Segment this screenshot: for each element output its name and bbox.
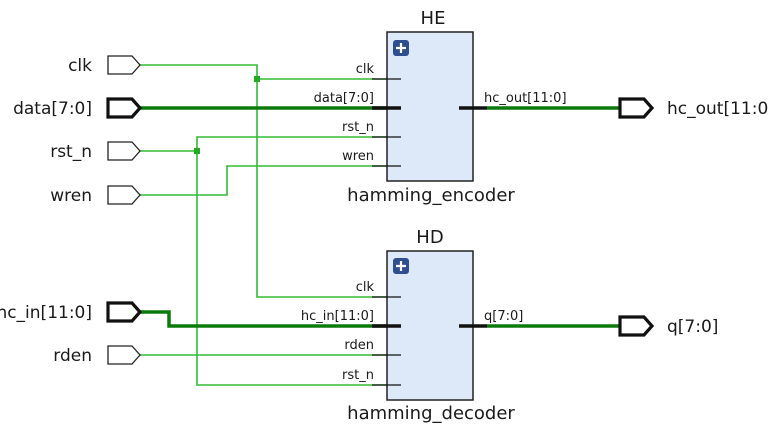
plus-icon	[396, 261, 406, 271]
net-hc-in[interactable]	[140, 310, 387, 328]
input-port-clk[interactable]: clk	[68, 55, 141, 76]
port-label: clk	[68, 56, 92, 76]
block-body[interactable]	[386, 250, 474, 401]
pin-label: q[7:0]	[484, 309, 523, 324]
port-label: wren	[50, 186, 92, 206]
junction-dot-clk	[254, 76, 260, 82]
port-label: rden	[53, 346, 92, 366]
pin-label: clk	[356, 62, 375, 77]
block-body[interactable]	[386, 31, 474, 182]
input-port-wren[interactable]: wren	[50, 185, 141, 206]
pin-label: rden	[344, 338, 374, 353]
pin-label: hc_out[11:0]	[484, 91, 567, 106]
instance-name: HD	[416, 227, 443, 248]
instance-hd[interactable]: HD clk hc_in[11:0] rden rst_n q[7:0] ham…	[301, 227, 523, 424]
output-port-hc-out[interactable]: hc_out[11:0]	[618, 97, 768, 119]
expand-button[interactable]	[393, 40, 409, 56]
port-label: q[7:0]	[667, 317, 718, 337]
module-name: hamming_decoder	[347, 403, 515, 424]
input-port-data[interactable]: data[7:0]	[13, 97, 143, 119]
net-wren[interactable]	[140, 165, 387, 196]
input-port-rst-n[interactable]: rst_n	[50, 141, 141, 162]
instance-he[interactable]: HE clk data[7:0] rst_n wren hc_out[11:0]…	[314, 8, 567, 206]
pin-label: clk	[356, 280, 375, 295]
junction-dot-rst-n	[194, 148, 200, 154]
expand-button[interactable]	[393, 258, 409, 274]
pin-label: data[7:0]	[314, 91, 374, 106]
port-label: hc_in[11:0]	[0, 303, 92, 323]
pin-label: rst_n	[342, 120, 374, 135]
pin-label: wren	[342, 149, 374, 164]
input-port-rden[interactable]: rden	[53, 345, 141, 366]
port-label: rst_n	[50, 142, 92, 162]
instance-name: HE	[421, 8, 446, 29]
pin-label: hc_in[11:0]	[301, 309, 374, 324]
port-label: hc_out[11:0]	[667, 99, 768, 119]
pin-label: rst_n	[342, 368, 374, 383]
module-name: hamming_encoder	[347, 185, 515, 206]
plus-icon	[396, 43, 406, 53]
output-port-q[interactable]: q[7:0]	[618, 315, 718, 337]
port-label: data[7:0]	[13, 99, 92, 119]
net-rst-n-trunk[interactable]	[196, 136, 387, 386]
input-port-hc-in[interactable]: hc_in[11:0]	[0, 301, 143, 323]
net-clk[interactable]	[140, 64, 387, 298]
